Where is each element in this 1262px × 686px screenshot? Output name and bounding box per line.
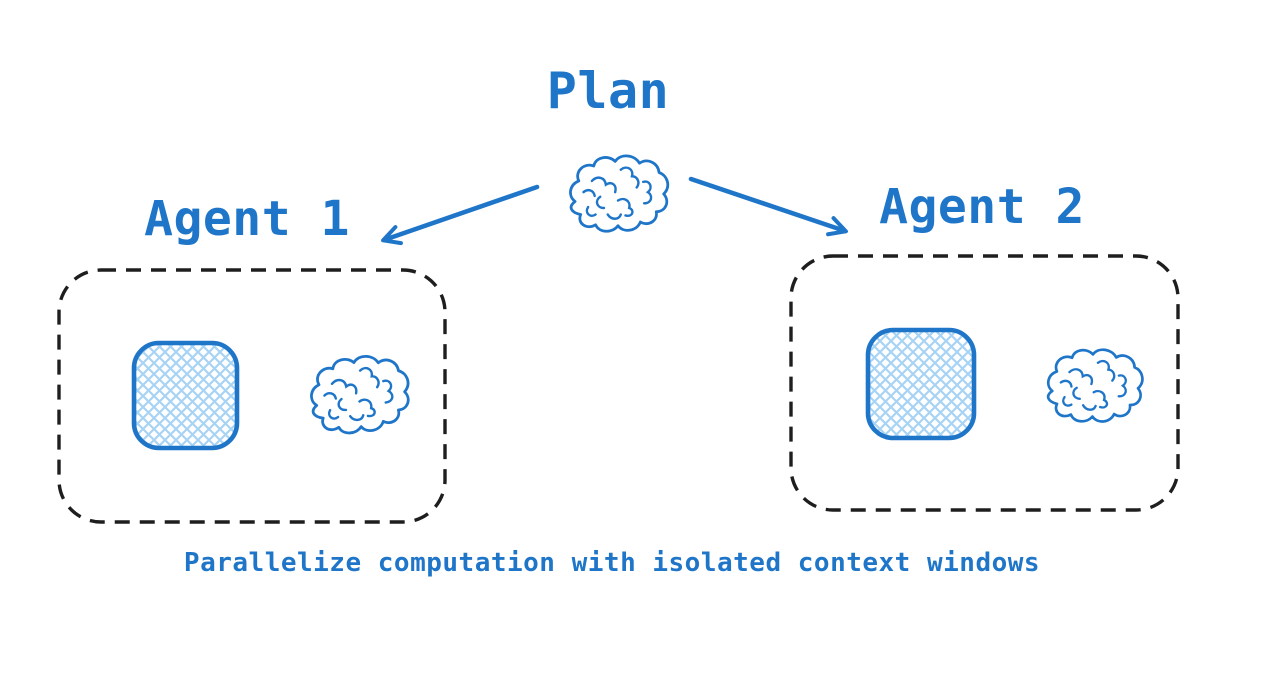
brain-icon (569, 154, 670, 233)
context-window-icon (865, 327, 977, 441)
arrow-to-agent-2 (688, 176, 848, 237)
arrow-to-agent-1 (381, 184, 540, 246)
plan-title: Plan (546, 62, 670, 120)
brain-icon (307, 352, 413, 437)
context-window-icon (131, 340, 240, 451)
agent-1-label: Agent 1 (144, 191, 350, 247)
agent-1-context-box (57, 268, 447, 524)
caption: Parallelize computation with isolated co… (183, 548, 1041, 578)
agent-2-label: Agent 2 (879, 179, 1085, 235)
agent-2-context-box (789, 254, 1180, 512)
brain-icon (1044, 345, 1146, 426)
